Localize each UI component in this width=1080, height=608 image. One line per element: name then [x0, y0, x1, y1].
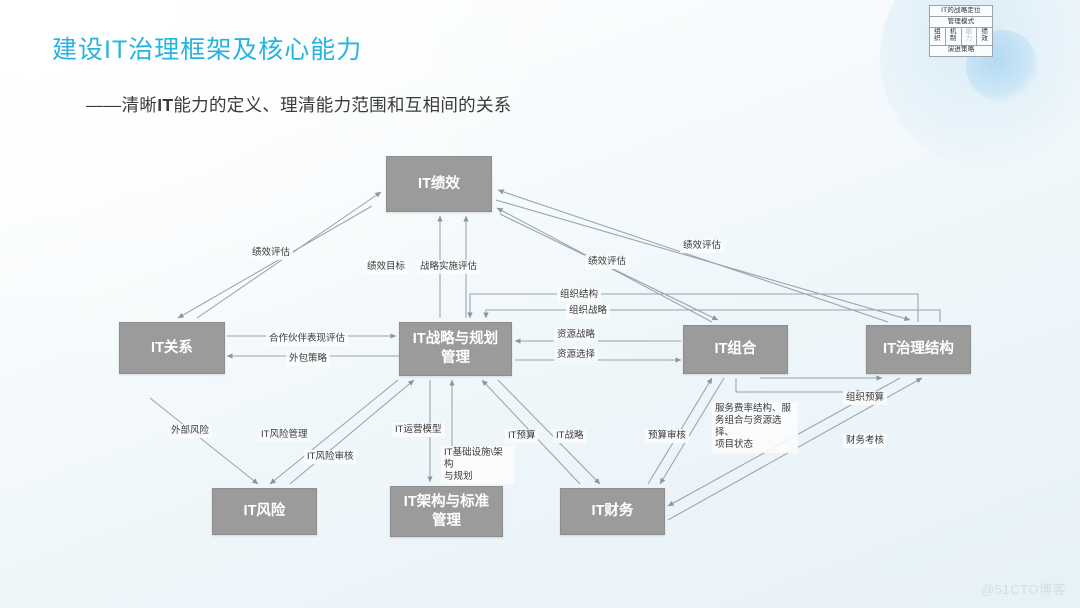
edge-label-performance-eval-left: 绩效评估: [249, 246, 294, 261]
edge-label-performance-eval-right: 绩效评估: [680, 239, 725, 254]
badge-col-0-line1: 组: [934, 28, 941, 35]
badge-management-mode: 管理模式: [930, 17, 992, 28]
badge-col-2-line2: 力: [965, 34, 973, 42]
edge-label-performance-goal: 绩效目标: [364, 260, 409, 275]
node-label: IT风险: [243, 503, 286, 520]
node-label: IT战略与规划管理: [412, 331, 499, 366]
edge-label-partner-performance-eval: 合作伙伴表现评估: [266, 332, 349, 347]
node-label: IT关系: [151, 339, 193, 356]
badge-col-1-line2: 制: [949, 34, 957, 42]
badge-column-organization: 组 织: [930, 28, 946, 45]
watermark: @51CTO博客: [981, 582, 1066, 597]
badge-col-3-line1: 绩: [981, 28, 988, 35]
edge-label-resource-selection: 资源选择: [554, 348, 599, 363]
edge-label-it-infrastructure-architecture: IT基础设施\架构与规划: [441, 446, 515, 485]
badge-col-2-line1: 能: [965, 28, 973, 35]
strategy-position-badge: IT的战略定位 管理模式 组 织 机 制 能 力 绩 效 演进策略: [929, 5, 993, 57]
node-it-strategy-planning[interactable]: IT战略与规划管理: [399, 322, 512, 376]
edge-label-org-structure: 组织结构: [557, 288, 602, 303]
node-label: IT财务: [591, 503, 634, 520]
edge-label-performance-eval-mid: 绩效评估: [585, 255, 630, 270]
edge-label-org-strategy: 组织战略: [566, 304, 611, 319]
edge-label-it-budget: IT预算: [505, 429, 539, 444]
page-title: 建设IT治理框架及核心能力: [52, 36, 363, 64]
edge-label-it-strategy: IT战略: [553, 429, 587, 444]
badge-header: IT的战略定位: [930, 6, 992, 17]
node-label: IT架构与标准管理: [403, 493, 490, 529]
edge-label-budget-audit: 预算审核: [645, 429, 690, 444]
node-it-finance[interactable]: IT财务: [560, 488, 665, 535]
edge-label-it-operating-model: IT运营模型: [392, 423, 445, 438]
node-it-performance[interactable]: IT绩效: [386, 156, 492, 212]
badge-col-1-line1: 机: [949, 28, 957, 35]
subtitle-part-b: IT: [157, 95, 174, 115]
edge-label-org-budget: 组织预算: [843, 391, 888, 406]
badge-columns: 组 织 机 制 能 力 绩 效: [930, 28, 992, 46]
badge-col-0-line2: 织: [934, 34, 941, 42]
edge-label-resource-strategy: 资源战略: [554, 328, 599, 343]
edge-label-strategy-implementation-eval: 战略实施评估: [417, 260, 481, 275]
node-label: IT组合: [714, 341, 757, 358]
edge-label-external-risk: 外部风险: [168, 424, 213, 439]
badge-column-mechanism: 机 制: [946, 28, 962, 45]
node-label: IT绩效: [418, 175, 460, 192]
node-it-architecture-standards[interactable]: IT架构与标准管理: [390, 486, 503, 537]
subtitle-part-a: 清晰: [121, 95, 158, 115]
subtitle-dash: ——: [86, 95, 122, 115]
node-it-governance-structure[interactable]: IT治理结构: [866, 325, 971, 374]
edge-label-financial-assessment: 财务考核: [843, 434, 888, 449]
page-subtitle: ——清晰IT能力的定义、理清能力范围和互相间的关系: [86, 92, 512, 117]
badge-col-3-line2: 效: [981, 34, 988, 42]
badge-evolution-strategy: 演进策略: [947, 46, 975, 54]
subtitle-part-c: 能力的定义、理清能力范围和互相间的关系: [173, 95, 512, 115]
edge-label-service-rate-structure: 服务费率结构、服务组合与资源选择、项目状态: [712, 402, 798, 453]
node-it-relationship[interactable]: IT关系: [119, 322, 225, 374]
edge-label-it-risk-management: IT风险管理: [258, 428, 311, 443]
node-it-risk[interactable]: IT风险: [212, 488, 317, 535]
node-label: IT治理结构: [883, 341, 954, 358]
badge-column-capability: 能 力: [962, 28, 978, 45]
node-it-portfolio[interactable]: IT组合: [683, 325, 788, 374]
badge-column-performance: 绩 效: [977, 28, 992, 45]
edge-label-outsourcing-strategy: 外包策略: [286, 352, 331, 367]
edge-label-it-risk-audit: IT风险审核: [304, 450, 357, 465]
